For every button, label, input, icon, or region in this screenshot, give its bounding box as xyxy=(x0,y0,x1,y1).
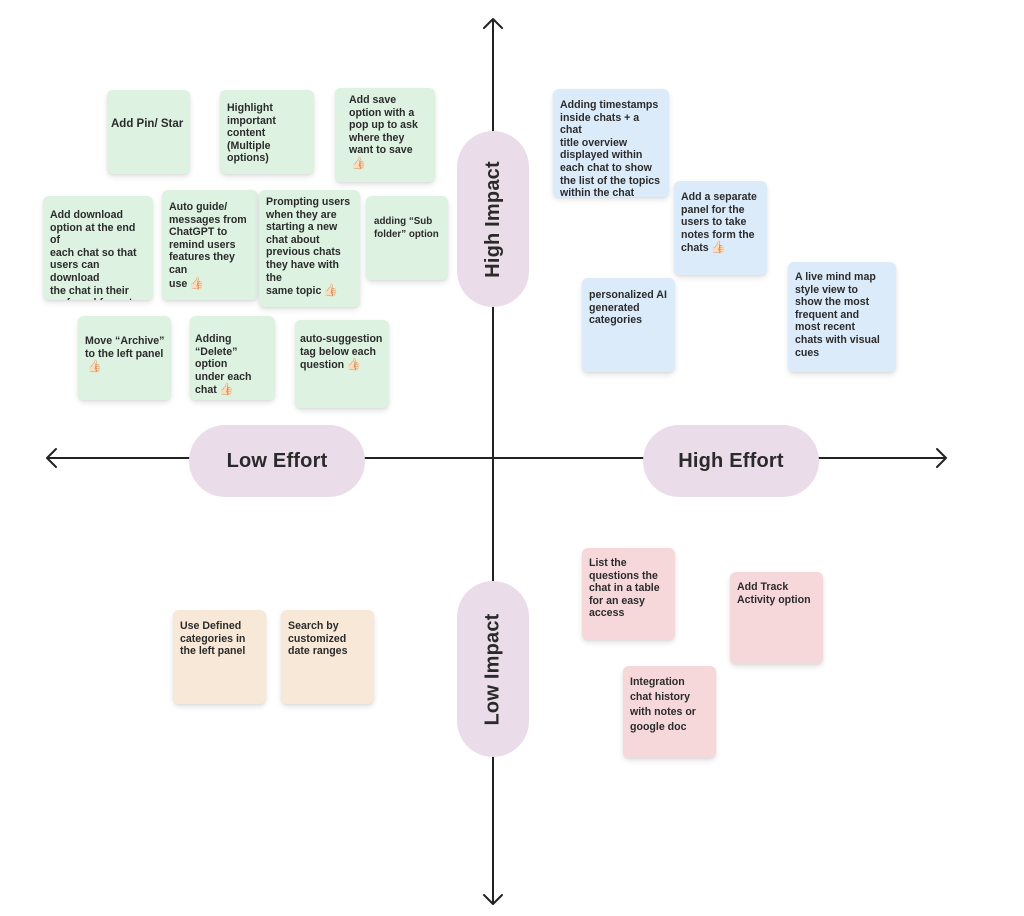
low-impact-label: Low Impact xyxy=(457,581,529,757)
sticky-note-timestamps[interactable]: Adding timestamps inside chats + a chat … xyxy=(553,89,669,197)
sticky-note-mind-map[interactable]: A live mind map style view to show the m… xyxy=(788,262,896,372)
low-effort-label: Low Effort xyxy=(189,425,365,497)
sticky-note-personalized-ai[interactable]: personalized AI generated categories xyxy=(582,278,675,372)
note-text: Adding timestamps inside chats + a chat … xyxy=(560,99,661,197)
note-text: Add save option with a pop up to ask whe… xyxy=(349,94,418,157)
right-arrowhead xyxy=(936,448,947,468)
sticky-note-separate-panel[interactable]: Add a separate panel for the users to ta… xyxy=(674,181,767,275)
sticky-note-list-questions[interactable]: List the questions the chat in a table f… xyxy=(582,548,675,640)
high-impact-text: High Impact xyxy=(481,160,504,278)
sticky-note-integration[interactable]: Integration chat history with notes or g… xyxy=(623,666,716,758)
note-text: List the questions the chat in a table f… xyxy=(589,557,660,620)
sticky-note-auto-suggestion[interactable]: auto-suggestion tag below each question👍… xyxy=(295,320,389,408)
note-text: auto-suggestion tag below each question xyxy=(300,333,383,372)
sticky-note-track-activity[interactable]: Add Track Activity option xyxy=(730,572,823,664)
sticky-note-add-download-option[interactable]: Add download option at the end of each c… xyxy=(43,196,153,300)
sticky-note-add-save-option[interactable]: Add save option with a pop up to ask whe… xyxy=(335,88,435,182)
note-text: Adding “Delete” option under each chat xyxy=(195,333,252,397)
note-text: Integration chat history with notes or g… xyxy=(630,676,696,733)
note-text: Prompting users when they are starting a… xyxy=(266,196,351,298)
note-text: Highlight important content (Multiple op… xyxy=(227,102,276,165)
high-effort-label: High Effort xyxy=(643,425,819,497)
note-text: Add Pin/ Star xyxy=(111,118,184,130)
sticky-note-search-date[interactable]: Search by customized date ranges xyxy=(281,610,374,704)
sticky-note-move-archive[interactable]: Move “Archive” to the left panel👍🏻 xyxy=(78,316,171,400)
thumbs-up-icon: 👍🏻 xyxy=(323,283,339,298)
bottom-arrowhead xyxy=(483,894,503,905)
thumbs-up-icon: 👍🏻 xyxy=(218,382,234,397)
note-text: Move “Archive” to the left panel xyxy=(85,335,165,360)
note-text: Add Track Activity option xyxy=(737,581,811,606)
high-impact-label: High Impact xyxy=(457,131,529,307)
note-text: Add download option at the end of each c… xyxy=(50,209,137,300)
note-text: personalized AI generated categories xyxy=(589,289,667,327)
note-text: Search by customized date ranges xyxy=(288,620,348,658)
sticky-note-sub-folder[interactable]: adding “Sub folder” option xyxy=(366,196,448,280)
note-text: adding “Sub folder” option xyxy=(374,216,439,240)
high-effort-text: High Effort xyxy=(678,449,784,472)
sticky-note-add-pin-star[interactable]: Add Pin/ Star xyxy=(107,90,190,174)
thumbs-up-icon: 👍🏻 xyxy=(710,240,726,255)
low-impact-text: Low Impact xyxy=(481,612,504,726)
thumbs-up-icon: 👍🏻 xyxy=(346,357,362,372)
sticky-note-adding-delete[interactable]: Adding “Delete” option under each chat👍🏻 xyxy=(190,316,275,400)
note-text: Auto guide/ messages from ChatGPT to rem… xyxy=(169,201,247,290)
top-arrowhead xyxy=(483,18,503,29)
low-effort-text: Low Effort xyxy=(226,449,328,472)
thumbs-up-icon: 👍🏻 xyxy=(189,275,205,290)
thumbs-up-icon: 👍🏻 xyxy=(87,359,102,374)
note-text: Use Defined categories in the left panel xyxy=(180,620,246,658)
sticky-note-defined-categories[interactable]: Use Defined categories in the left panel xyxy=(173,610,266,704)
sticky-note-prompting-users[interactable]: Prompting users when they are starting a… xyxy=(259,190,360,307)
sticky-note-auto-guide[interactable]: Auto guide/ messages from ChatGPT to rem… xyxy=(162,190,258,300)
thumbs-up-icon: 👍🏻 xyxy=(351,155,366,170)
note-text: A live mind map style view to show the m… xyxy=(795,271,880,359)
note-text: Add a separate panel for the users to ta… xyxy=(681,191,757,255)
left-arrowhead xyxy=(46,448,57,468)
sticky-note-highlight-content[interactable]: Highlight important content (Multiple op… xyxy=(220,90,314,174)
